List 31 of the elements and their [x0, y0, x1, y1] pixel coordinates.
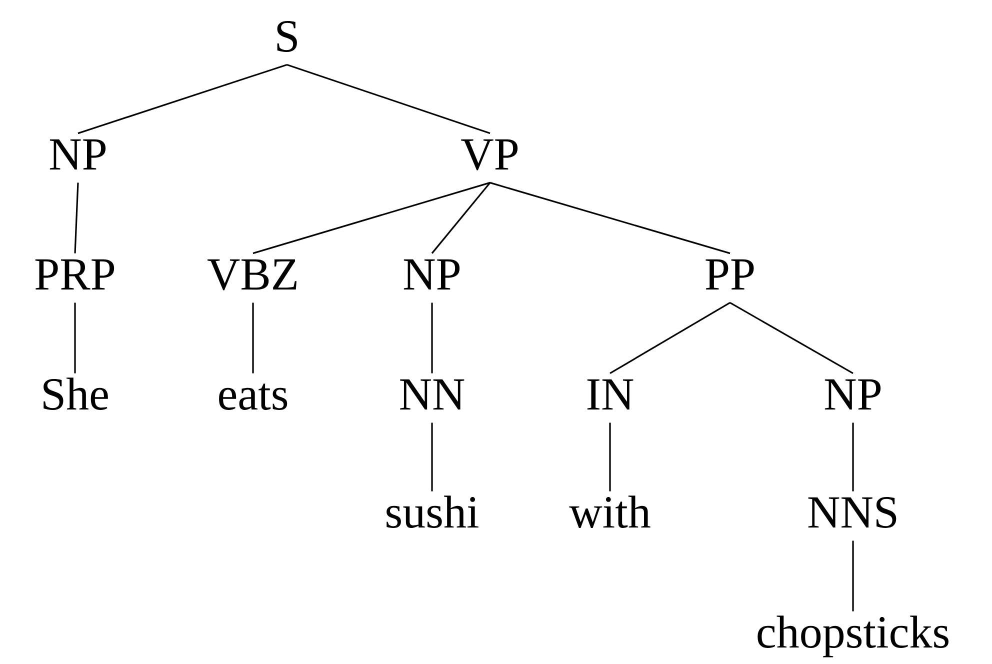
branch-line	[252, 182, 490, 254]
tree-node-label: NP	[50, 139, 106, 170]
branch-line	[730, 302, 854, 374]
branch-line	[852, 422, 854, 492]
tree-node-label: with	[569, 496, 650, 528]
tree-node-label: NP	[824, 379, 881, 410]
tree-node-label: NNS	[808, 497, 896, 528]
branch-line	[610, 302, 730, 374]
branch-line	[852, 540, 854, 612]
branch-line	[490, 182, 730, 254]
tree-node-label: eats	[219, 384, 288, 410]
branch-line	[286, 64, 490, 134]
tree-node-label: VP	[461, 139, 518, 170]
tree-node-label: PRP	[35, 259, 114, 290]
branch-line	[431, 182, 491, 254]
tree-node-label: IN	[587, 379, 634, 410]
tree-node-label: PP	[706, 259, 754, 290]
tree-node-label: She	[44, 378, 108, 410]
tree-node-label: sushi	[386, 496, 478, 528]
branch-line	[431, 302, 433, 374]
branch-line	[252, 302, 254, 374]
branch-line	[74, 182, 79, 254]
tree-node-label: NN	[400, 379, 464, 410]
branch-line	[431, 422, 433, 492]
branch-line	[78, 64, 288, 134]
tree-node-label: chopsticks	[758, 616, 948, 658]
tree-node-label: VBZ	[208, 259, 296, 290]
tree-node-label: S	[277, 21, 297, 52]
tree-node-label: NP	[404, 259, 460, 290]
branch-line	[74, 302, 76, 374]
branch-line	[609, 422, 611, 492]
